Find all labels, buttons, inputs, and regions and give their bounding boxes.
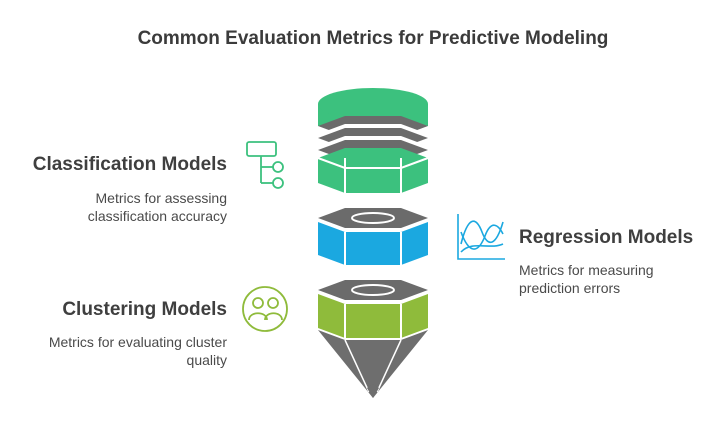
clustering-description: Metrics for evaluating cluster quality xyxy=(49,333,227,369)
users-icon xyxy=(242,286,288,332)
clustering-description-line2: quality xyxy=(186,352,227,368)
regression-heading: Regression Models xyxy=(519,227,694,248)
classification-stack xyxy=(317,88,429,193)
regression-body xyxy=(318,222,428,265)
classification-cap-top xyxy=(318,88,428,120)
clustering-stack xyxy=(318,280,428,398)
cone-facet-left xyxy=(344,339,370,393)
clustering-description-line1: Metrics for evaluating cluster xyxy=(48,334,227,350)
classification-heading: Classification Models xyxy=(32,154,227,175)
clustering-top xyxy=(318,280,428,300)
classification-body xyxy=(318,148,428,193)
regression-stack xyxy=(318,208,428,265)
regression-description: Metrics for measuring prediction errors xyxy=(519,261,654,297)
hierarchy-icon xyxy=(246,141,284,189)
cone-tip xyxy=(367,384,379,398)
regression-description-line1: Metrics for measuring xyxy=(519,262,654,278)
classification-rim xyxy=(317,157,429,169)
classification-description-line1: Metrics for assessing xyxy=(95,190,227,206)
funnel-cone xyxy=(318,330,428,398)
line-chart-icon xyxy=(457,214,505,260)
classification-description: Metrics for assessing classification acc… xyxy=(88,189,227,225)
clustering-body xyxy=(318,294,428,338)
classification-description-line2: classification accuracy xyxy=(87,208,227,224)
regression-description-line2: prediction errors xyxy=(519,280,621,296)
regression-top xyxy=(318,208,428,228)
clustering-heading: Clustering Models xyxy=(62,299,227,320)
regression-ring xyxy=(351,212,395,224)
cone-facet-right xyxy=(376,339,402,393)
clustering-ring xyxy=(351,284,395,296)
diagram-title: Common Evaluation Metrics for Predictive… xyxy=(137,28,609,49)
